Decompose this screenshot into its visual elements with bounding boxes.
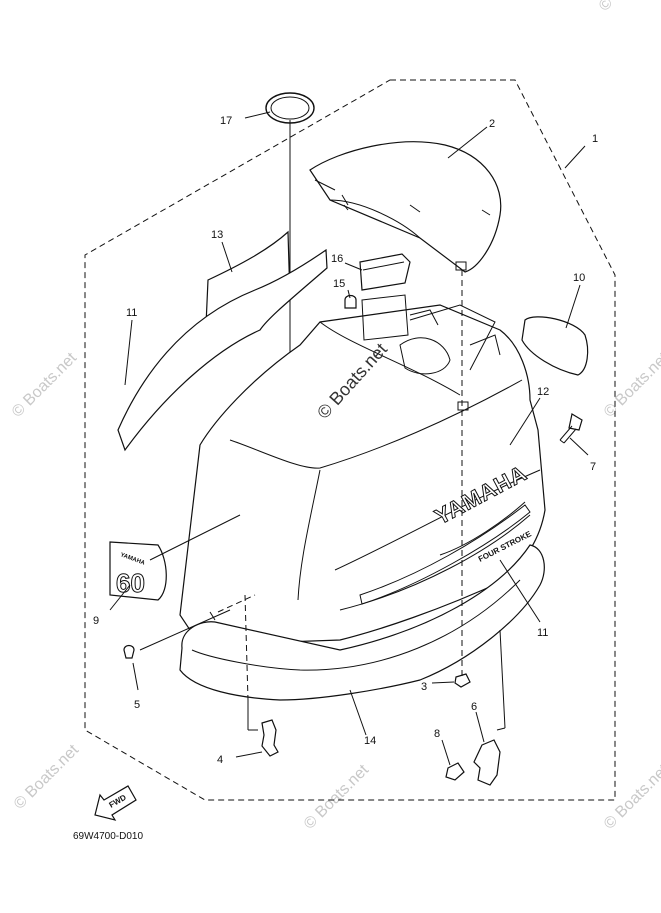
watermark-bottom-left: © Boats.net bbox=[11, 741, 83, 813]
decal-9: YAMAHA 60 bbox=[109, 541, 167, 601]
watermark-right: © Boats.net bbox=[601, 349, 661, 421]
callout-4: 4 bbox=[217, 754, 223, 766]
fwd-arrow: FWD bbox=[94, 785, 137, 821]
callout-6: 6 bbox=[471, 701, 477, 713]
decal-number-text: 60 bbox=[116, 568, 145, 598]
watermark-bottom-center: © Boats.net bbox=[301, 761, 373, 833]
callout-12: 12 bbox=[537, 386, 549, 398]
callout-11-left: 11 bbox=[126, 307, 137, 319]
callout-3: 3 bbox=[421, 681, 427, 693]
callout-2: 2 bbox=[489, 118, 495, 130]
callout-11-right: 11 bbox=[537, 627, 548, 639]
nut-8 bbox=[445, 762, 465, 781]
callout-5: 5 bbox=[134, 699, 140, 711]
callout-leaders bbox=[109, 111, 589, 766]
watermark-bottom-right: © Boats.net bbox=[601, 761, 661, 833]
callout-15: 15 bbox=[333, 278, 345, 290]
callout-7: 7 bbox=[590, 461, 596, 473]
watermark-left: © Boats.net bbox=[9, 349, 81, 421]
callout-16: 16 bbox=[331, 253, 343, 265]
nut-3 bbox=[454, 673, 471, 688]
bracket-6 bbox=[473, 739, 501, 786]
plug-15 bbox=[344, 294, 357, 309]
watermark-top-right: © Boats.net bbox=[596, 0, 661, 15]
callout-9: 9 bbox=[93, 615, 99, 627]
assembly-leaders bbox=[217, 270, 506, 731]
callout-8: 8 bbox=[434, 728, 440, 740]
stripe-11-left bbox=[117, 248, 328, 452]
callout-13: 13 bbox=[211, 229, 223, 241]
bracket-16 bbox=[359, 253, 411, 291]
diagram-code: 69W4700-D010 bbox=[73, 831, 143, 842]
assembly-boundary bbox=[84, 79, 616, 801]
callout-17: 17 bbox=[220, 115, 232, 127]
top-cap-2 bbox=[309, 141, 502, 273]
callout-labels: 1 2 3 4 5 6 7 8 9 10 11 11 12 13 14 15 1… bbox=[93, 115, 598, 766]
bracket-4 bbox=[261, 719, 279, 757]
bolt-7 bbox=[559, 413, 583, 444]
callout-14: 14 bbox=[364, 735, 376, 747]
grommet-17 bbox=[265, 92, 315, 124]
top-cowling bbox=[179, 294, 546, 646]
callout-10: 10 bbox=[573, 272, 585, 284]
rivet-5 bbox=[123, 644, 135, 659]
seal-14 bbox=[179, 544, 545, 701]
callout-1: 1 bbox=[592, 133, 598, 145]
plate-10 bbox=[521, 316, 589, 376]
